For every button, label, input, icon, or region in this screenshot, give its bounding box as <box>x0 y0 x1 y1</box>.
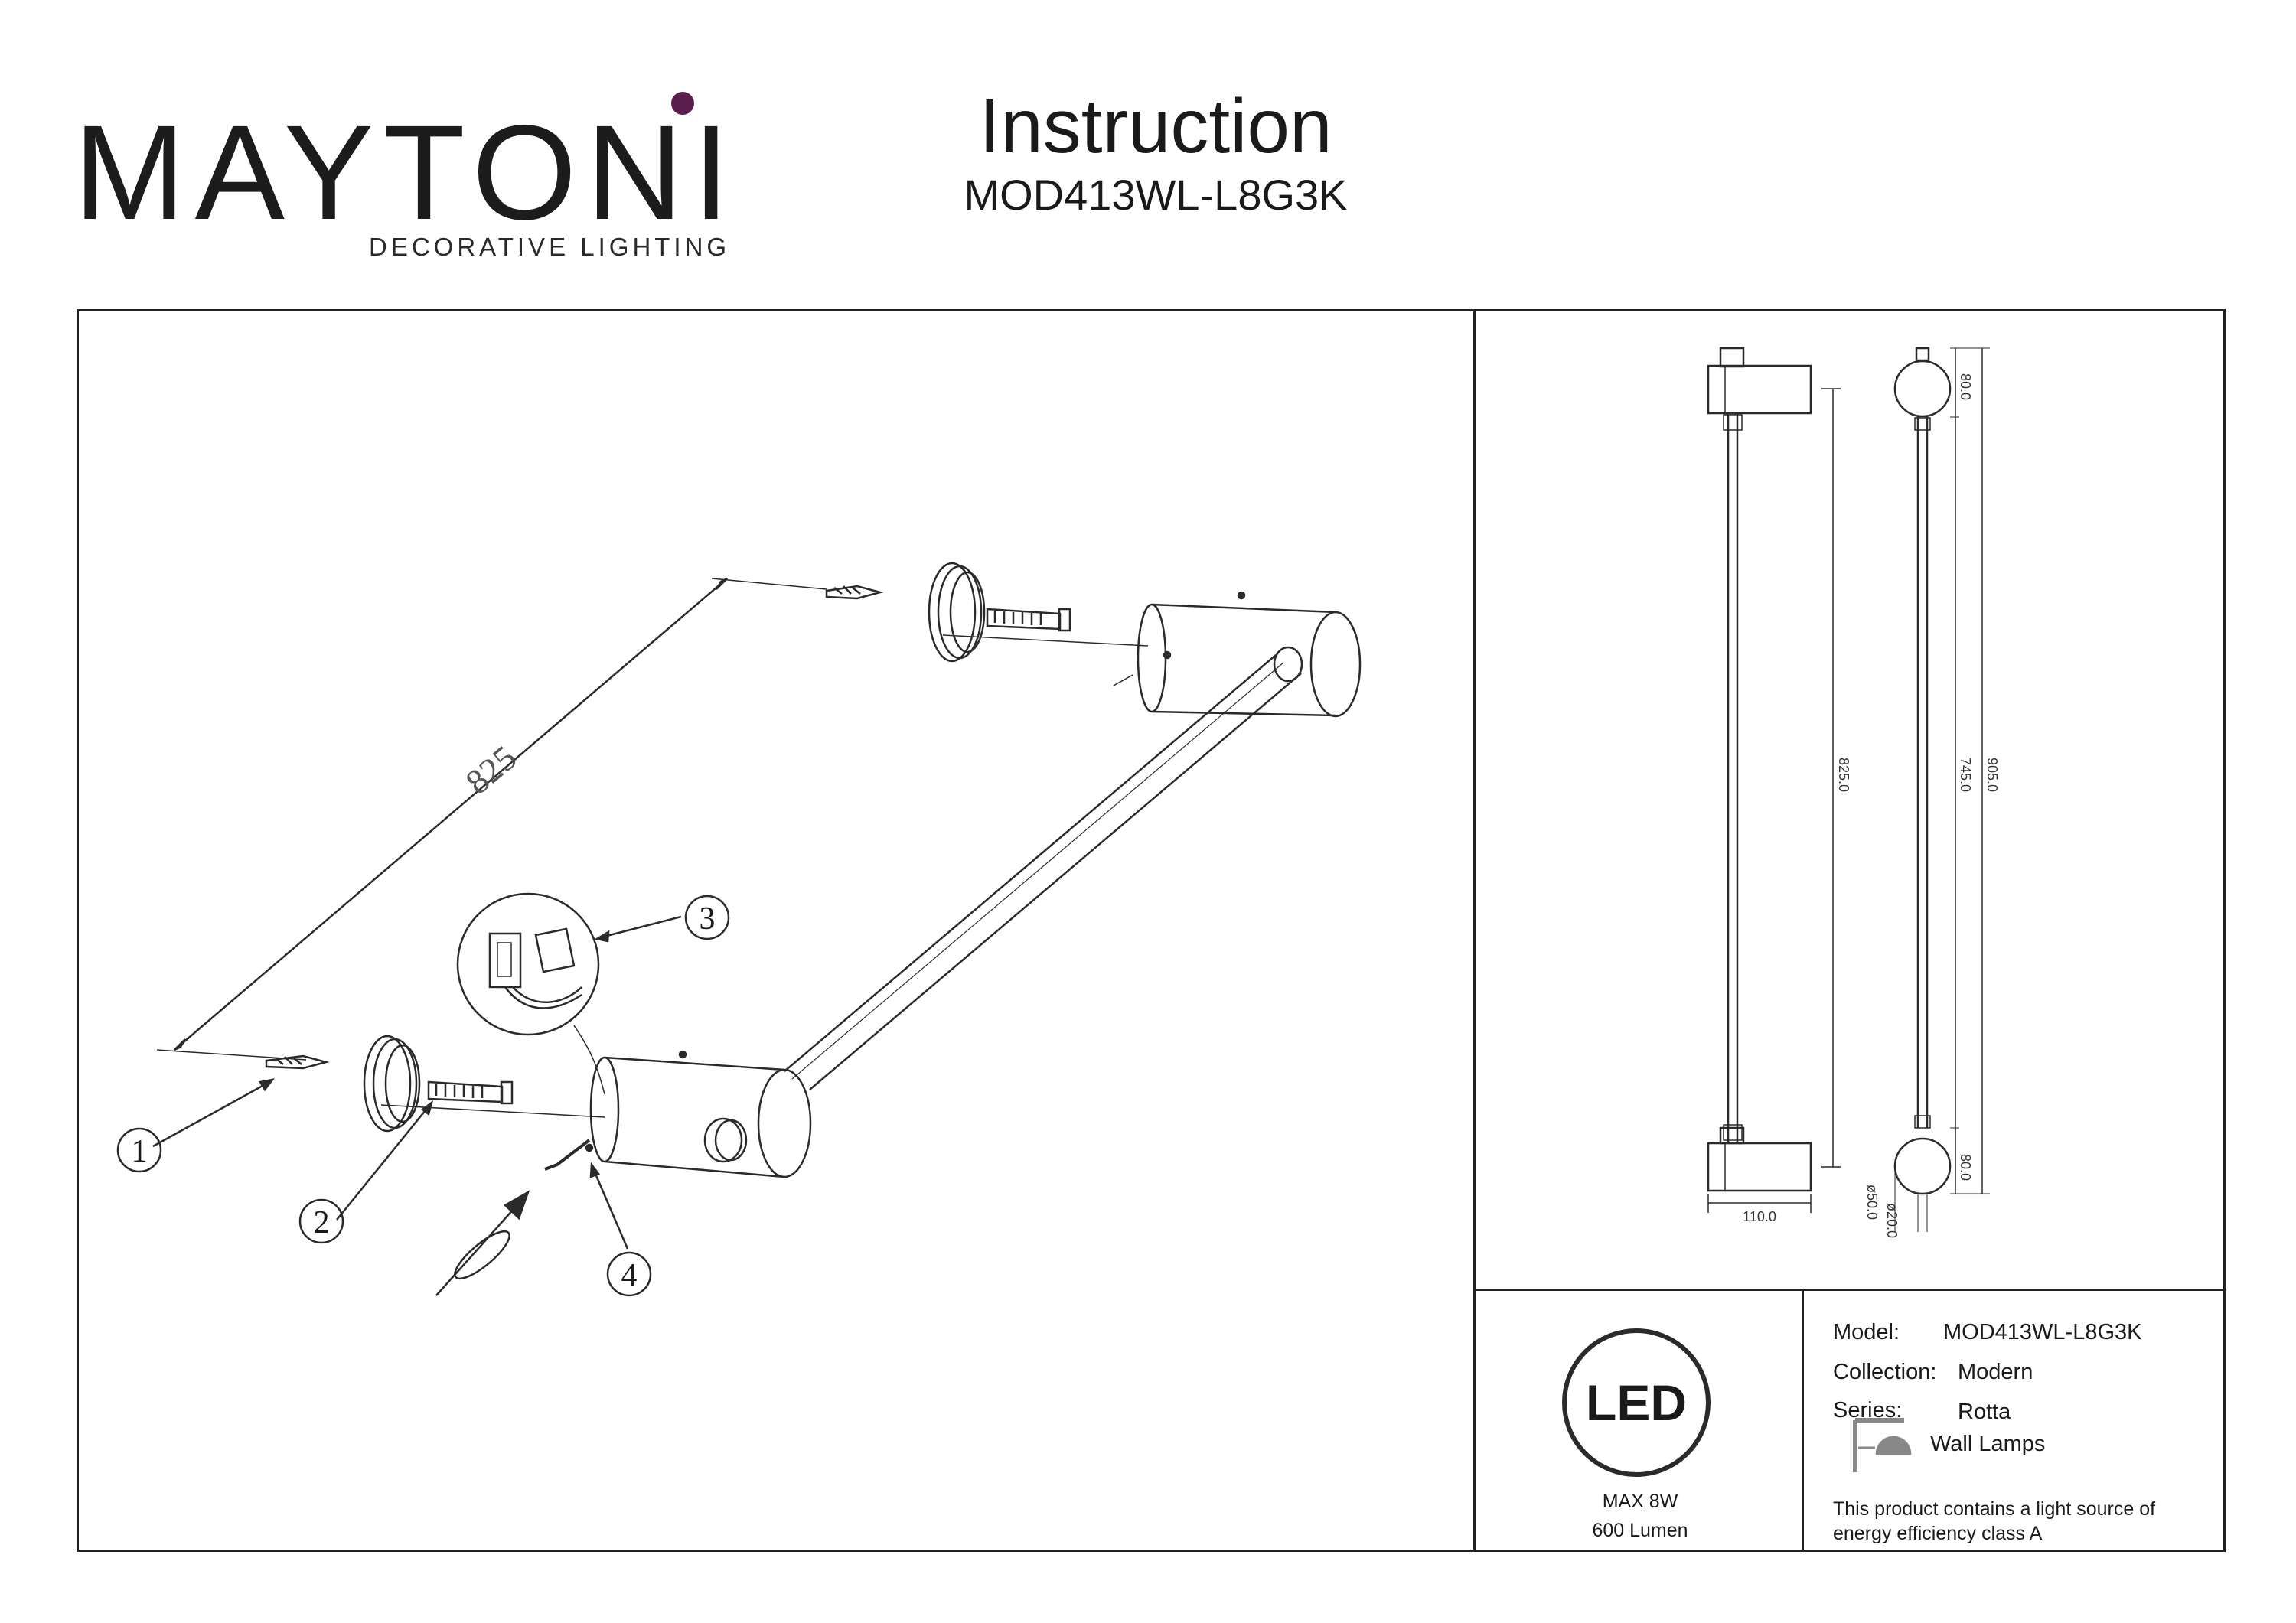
instruction-frame <box>77 309 2226 1552</box>
diameter-50-label: ø50.0 <box>1864 1185 1880 1220</box>
page-title: Instruction <box>979 83 1332 169</box>
diameter-20-label: ø20.0 <box>1884 1203 1900 1238</box>
dimension-top-80-label: 80.0 <box>1958 373 1973 400</box>
spec-series-value: Rotta <box>1958 1400 2011 1424</box>
led-lumen: 600 Lumen <box>1592 1520 1688 1541</box>
frame-divider-spec-v <box>1802 1289 1804 1552</box>
brand-logo: MAYTONI DECORATIVE LIGHTING <box>73 90 730 266</box>
callout-label-3: 3 <box>700 901 716 937</box>
spec-category: Wall Lamps <box>1930 1432 2046 1456</box>
dimension-label-825: 825 <box>458 738 524 801</box>
spec-energy-line1: This product contains a light source of <box>1833 1498 2156 1520</box>
callout-circle-4 <box>606 1251 652 1297</box>
hex-key <box>544 1139 591 1171</box>
front-anchor-assembly <box>265 1035 812 1178</box>
spec-model-label: Model: <box>1833 1320 1900 1344</box>
callout-label-1: 1 <box>132 1134 148 1169</box>
dimension-745-label: 745.0 <box>1958 758 1973 792</box>
front-view-drawing: 80.0 745.0 80.0 905.0 ø50.0 ø20.0 <box>1864 347 2000 1238</box>
frame-divider-main <box>1473 309 1476 1552</box>
callout-circle-3 <box>684 895 730 940</box>
light-rod <box>784 646 1303 1090</box>
logo-dot <box>671 92 694 115</box>
leader-2 <box>336 1106 429 1221</box>
connector-detail-bubble <box>456 892 605 1095</box>
callout-circle-1 <box>116 1127 162 1173</box>
brand-name: MAYTONI <box>73 98 739 248</box>
callout-label-2: 2 <box>314 1205 330 1240</box>
led-badge-circle <box>1562 1328 1711 1477</box>
callout-label-4: 4 <box>621 1258 638 1293</box>
dimension-905-label: 905.0 <box>1985 758 2000 792</box>
callout-circle-2 <box>298 1198 344 1244</box>
dimension-825-label: 825.0 <box>1836 758 1851 792</box>
dimension-110-label: 110.0 <box>1743 1209 1776 1224</box>
spec-collection-label: Collection: <box>1833 1360 1937 1384</box>
led-power: MAX 8W <box>1602 1491 1678 1512</box>
led-badge: LED <box>1562 1328 1711 1477</box>
frame-divider-spec-h <box>1473 1289 2226 1291</box>
rotation-arrow <box>435 1201 521 1296</box>
rear-anchor-assembly <box>825 562 1362 718</box>
leader-1 <box>152 1080 270 1148</box>
assembly-drawing: 825 <box>116 562 1362 1297</box>
wall-lamp-icon <box>1853 1418 1912 1472</box>
brand-tagline: DECORATIVE LIGHTING <box>369 233 731 261</box>
spec-energy-line2: energy efficiency class A <box>1833 1523 2043 1544</box>
dimension-bottom-80-label: 80.0 <box>1958 1154 1973 1181</box>
spec-model-value: MOD413WL-L8G3K <box>1943 1320 2142 1344</box>
spec-series-label: Series: <box>1833 1398 1903 1423</box>
side-view-drawing: 825.0 110.0 <box>1707 347 1851 1224</box>
spec-collection-value: Modern <box>1958 1360 2033 1384</box>
leader-4 <box>592 1168 629 1250</box>
dimension-line-825 <box>174 578 728 1051</box>
leader-3 <box>600 915 682 939</box>
led-badge-label: LED <box>1586 1374 1687 1431</box>
page-model: MOD413WL-L8G3K <box>964 171 1348 219</box>
